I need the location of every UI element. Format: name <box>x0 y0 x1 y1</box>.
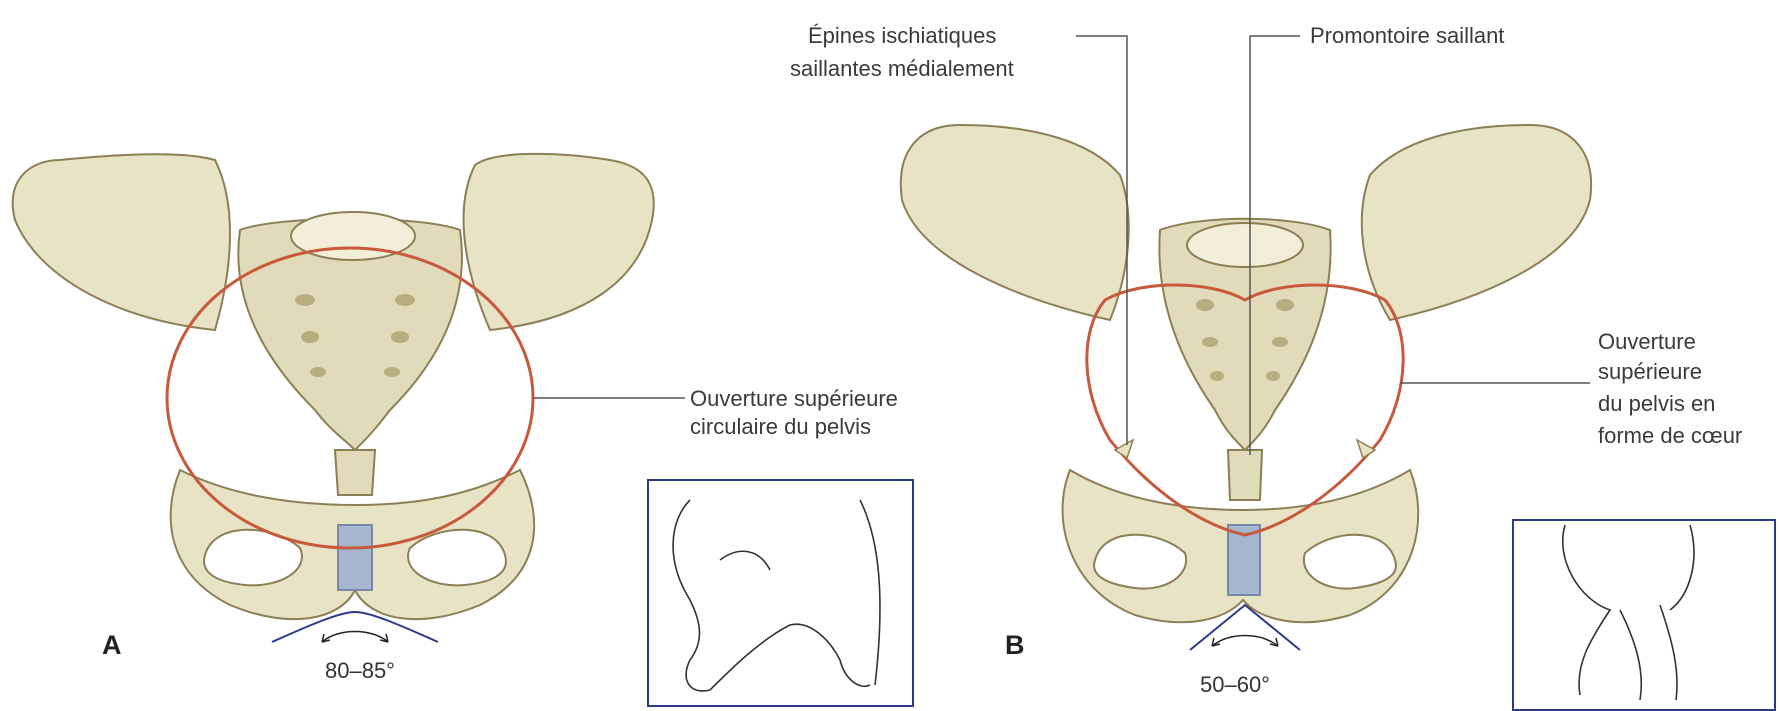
panel-b-angle-value: 50–60° <box>1200 672 1270 698</box>
panel-a-inlet-label-line2: circulaire du pelvis <box>690 413 871 440</box>
panel-a-inlet-label-line1: Ouverture supérieure <box>690 385 898 412</box>
panel-a-hand-inset <box>648 480 913 706</box>
panel-b-letter: B <box>1005 630 1025 661</box>
pubic-symphysis <box>338 525 372 590</box>
panel-b-ischial-spine-right <box>1357 440 1375 458</box>
panel-a-letter: A <box>102 630 122 661</box>
panel-b-inlet-label-line2: supérieure <box>1598 358 1702 385</box>
panel-b-ischial-spine-left <box>1115 440 1133 458</box>
left-ilium <box>901 125 1129 320</box>
panel-b-inlet-label-line4: forme de cœur <box>1598 422 1742 449</box>
sacral-promontory <box>1187 223 1303 267</box>
panel-a-angle-value: 80–85° <box>325 658 395 684</box>
panel-b-inlet-label-line1: Ouverture <box>1598 328 1696 355</box>
panel-b-angle-arrow <box>1212 636 1278 647</box>
panel-b-spines-label-line1: Épines ischiatiques <box>808 22 996 49</box>
panel-b-spines-label-line2: saillantes médialement <box>790 55 1014 82</box>
panel-a-angle-arrow <box>322 632 388 643</box>
panel-b-pelvis <box>901 125 1591 622</box>
coccyx <box>1228 450 1262 500</box>
coccyx <box>335 450 375 495</box>
panel-b-hand-inset <box>1513 520 1775 710</box>
panel-b-promontory-label: Promontoire saillant <box>1310 22 1504 49</box>
left-ilium <box>13 154 230 330</box>
panel-a-pelvis <box>13 154 654 619</box>
panel-b-inlet-label-line3: du pelvis en <box>1598 390 1715 417</box>
right-ilium <box>1362 125 1591 320</box>
